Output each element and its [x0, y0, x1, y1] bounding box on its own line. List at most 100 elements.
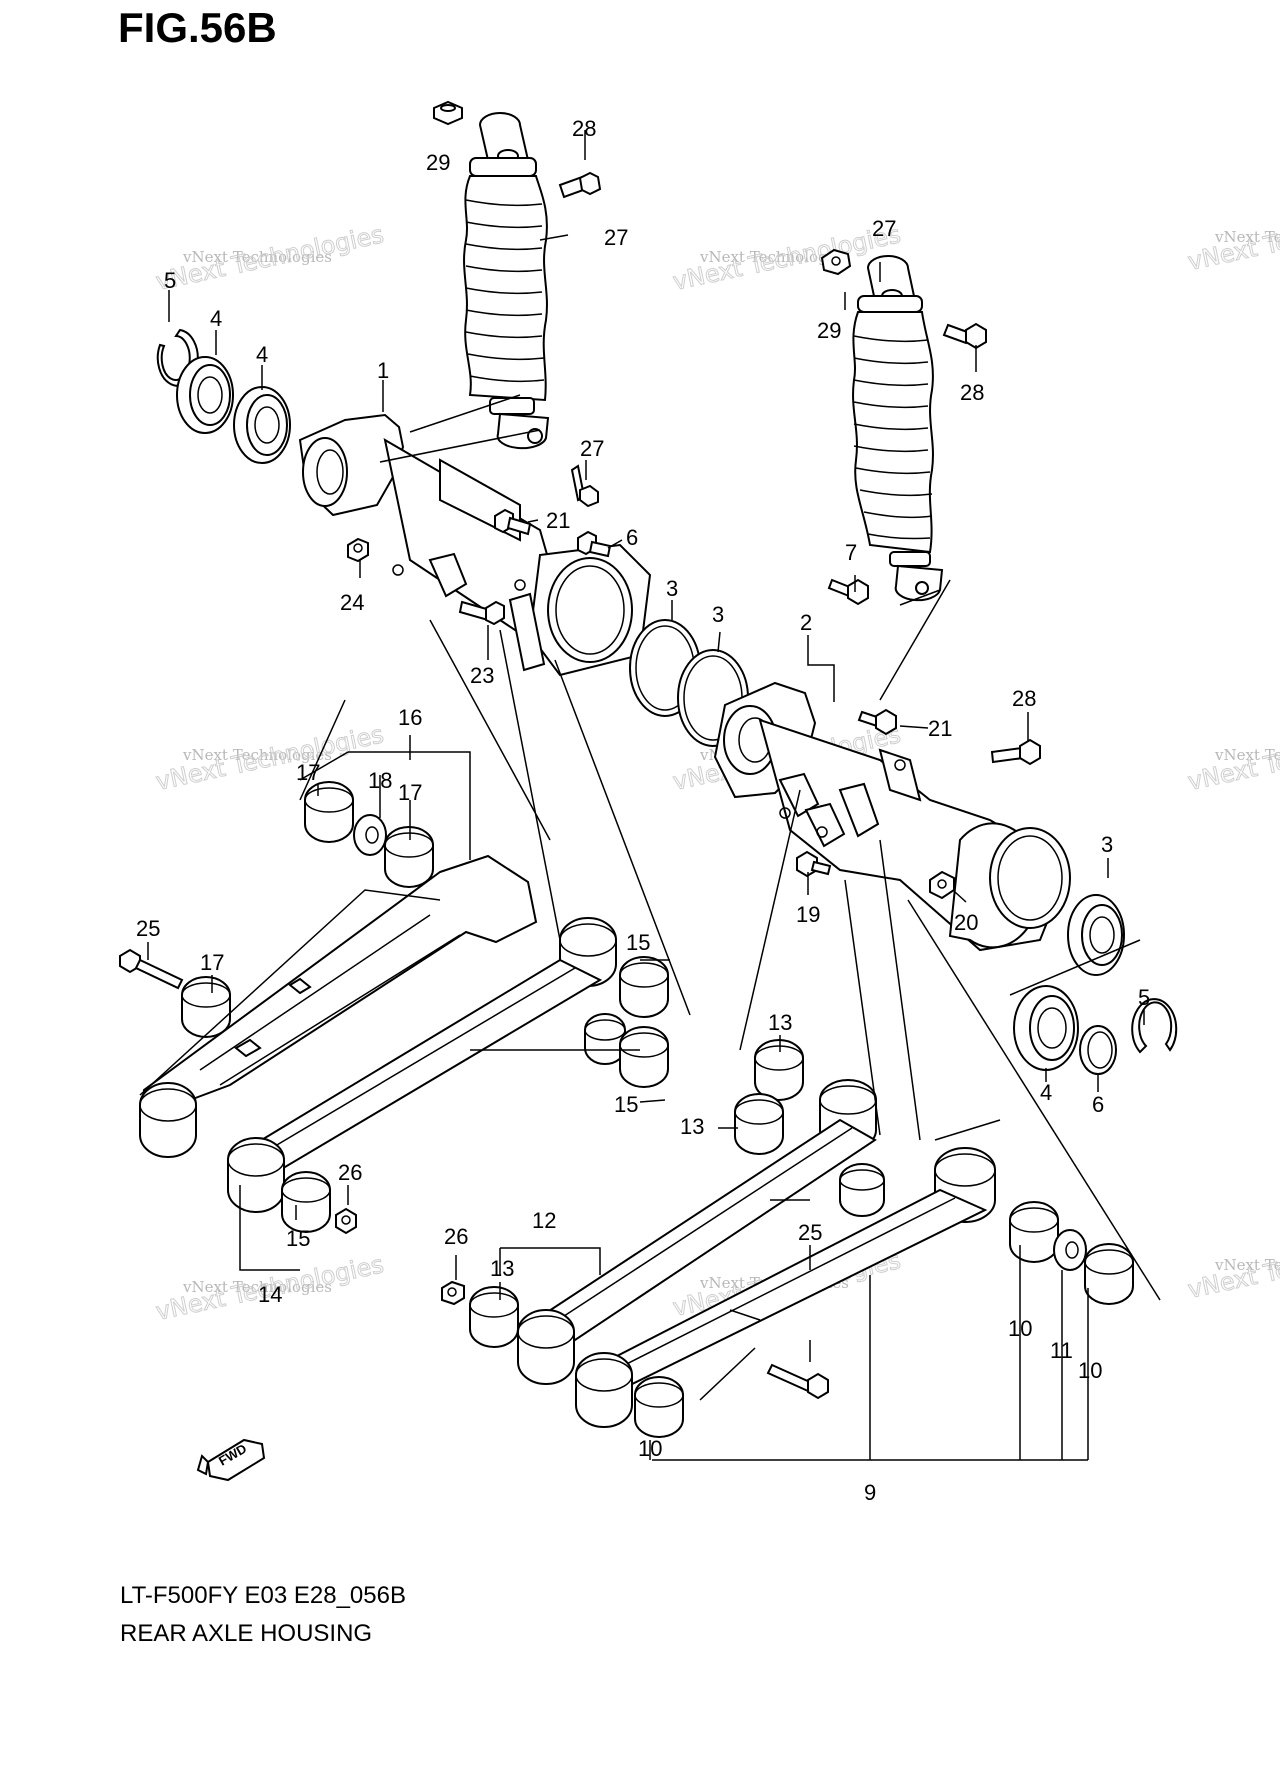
- watermark-text: vNext Technologies: [182, 1278, 332, 1296]
- callout-number: 13: [490, 1256, 514, 1281]
- right-bushing-13b: [734, 1093, 784, 1155]
- right-bolt-7: [827, 578, 869, 606]
- callout-number: 14: [258, 1282, 282, 1307]
- callout-number: 28: [1012, 686, 1036, 711]
- left-nut-24: [347, 537, 369, 563]
- left-washer-18: [353, 814, 387, 856]
- callout-number: 3: [712, 602, 724, 627]
- left-bushing-15c: [619, 1026, 669, 1088]
- right-bolt-21: [857, 708, 897, 736]
- left-bushing-17c: [181, 976, 231, 1038]
- callout-number: 11: [1050, 1338, 1073, 1363]
- callout-number: 24: [340, 590, 364, 615]
- callout-number: 3: [1101, 832, 1113, 857]
- callout-number: 7: [845, 540, 857, 565]
- left-bolt-21: [494, 508, 532, 536]
- callout-number: 28: [960, 380, 984, 405]
- left-bearing-inner: [233, 386, 291, 464]
- callout-number: 13: [680, 1114, 704, 1139]
- diagram-caption: REAR AXLE HOUSING: [120, 1620, 373, 1647]
- left-bolt-6: [577, 530, 612, 558]
- callout-number: 6: [1092, 1092, 1104, 1117]
- right-shock-absorber: [852, 255, 944, 602]
- right-shock-bolt: [942, 322, 987, 350]
- watermark-text: vNext Technologies: [699, 248, 849, 266]
- right-bearing-4: [1013, 985, 1079, 1071]
- left-bushing-17b: [384, 826, 434, 888]
- left-bushing-15a: [619, 956, 669, 1018]
- right-axle-housing: [713, 681, 1071, 952]
- left-upper-arm: [143, 854, 617, 1172]
- right-arm-bushing-b: [575, 1352, 633, 1428]
- callout-labels: 29 28 27 27 29 28 5 4 4 1 27 21 6 24 23 …: [136, 116, 1150, 1505]
- left-bushing-17a: [304, 781, 354, 843]
- callout-number: 9: [864, 1480, 876, 1505]
- callout-number: 18: [368, 768, 392, 793]
- right-bushing-10a: [634, 1376, 684, 1438]
- left-bolt-25: [119, 948, 184, 990]
- left-arm-bushing-front: [139, 1082, 197, 1158]
- callout-number: 20: [954, 910, 978, 935]
- callout-number: 15: [286, 1226, 310, 1251]
- callout-number: 17: [200, 950, 224, 975]
- right-bolt-19: [796, 850, 832, 878]
- callout-number: 4: [1040, 1080, 1052, 1105]
- left-shock-absorber: [463, 112, 550, 450]
- callout-number: 29: [817, 318, 841, 343]
- callout-number: 29: [426, 150, 450, 175]
- callout-number: 15: [626, 930, 650, 955]
- callout-number: 10: [1078, 1358, 1102, 1383]
- callout-number: 2: [800, 610, 812, 635]
- callout-number: 26: [444, 1224, 468, 1249]
- callout-number: 5: [164, 268, 176, 293]
- callout-number: 26: [338, 1160, 362, 1185]
- callout-number: 4: [210, 306, 222, 331]
- callout-number: 6: [626, 525, 638, 550]
- left-arm-bushing-rear: [227, 1137, 285, 1213]
- callout-number: 1: [377, 358, 389, 383]
- leader-lines: [139, 130, 1161, 1461]
- callout-number: 15: [614, 1092, 638, 1117]
- callout-number: 21: [928, 716, 952, 741]
- callout-number: 19: [796, 902, 820, 927]
- left-shock-nut: [433, 100, 463, 126]
- right-arm-bushing-a: [517, 1309, 575, 1385]
- right-nut-20: [929, 870, 955, 900]
- watermark-text: vNext Technologies: [1214, 228, 1280, 246]
- callout-number: 27: [580, 436, 604, 461]
- model-code: LT-F500FY E03 E28_056B: [120, 1582, 406, 1609]
- callout-number: 10: [1008, 1316, 1032, 1341]
- watermark-text: vNext Technologies: [1214, 1256, 1280, 1274]
- callout-number: 25: [798, 1220, 822, 1245]
- watermark-text: vNext Technologies: [182, 248, 332, 266]
- watermark-text: vNext Technologies: [1185, 720, 1280, 796]
- left-axle-housing: [298, 413, 652, 677]
- right-bearing-3: [1067, 894, 1125, 976]
- callout-number: 28: [572, 116, 596, 141]
- left-bearing-outer: [176, 356, 234, 434]
- callout-number: 17: [296, 760, 320, 785]
- callout-number: 3: [666, 576, 678, 601]
- watermark-group: vNext Technologies vNext Technologies vN…: [153, 200, 1280, 1327]
- watermark-text: vNext Technologies: [1185, 200, 1280, 276]
- callout-number: 17: [398, 780, 422, 805]
- callout-number: 10: [638, 1436, 662, 1461]
- callout-number: 16: [398, 705, 422, 730]
- right-bushing-13a: [754, 1039, 804, 1101]
- right-bushing-13c: [469, 1286, 519, 1348]
- callout-number: 27: [604, 225, 628, 250]
- left-bushing-15d: [281, 1171, 331, 1233]
- right-bolt-28: [990, 738, 1041, 766]
- callout-number: 5: [1138, 985, 1150, 1010]
- right-bushing-10c: [1084, 1243, 1134, 1305]
- fwd-arrow: FWD: [196, 1438, 266, 1482]
- right-nut-26: [441, 1280, 465, 1306]
- watermark-text: vNext Technologies: [1185, 1228, 1280, 1304]
- right-bushing-10b: [1009, 1201, 1059, 1263]
- right-shock-nut: [820, 248, 852, 276]
- right-washer-11: [1053, 1229, 1087, 1271]
- right-lower-arm-front: [517, 1079, 885, 1352]
- left-shock-bolt: [558, 171, 602, 199]
- right-spacer-6: [1079, 1025, 1117, 1075]
- callout-number: 25: [136, 916, 160, 941]
